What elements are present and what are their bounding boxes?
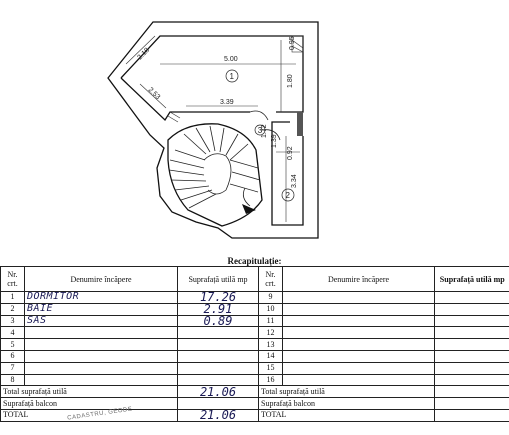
- row-nr-right: 15: [259, 362, 283, 374]
- row-room-name: [25, 350, 178, 362]
- total-value: 21.06: [178, 386, 259, 398]
- room-label-2: 2: [286, 191, 291, 200]
- table-row: 8 16: [1, 374, 509, 386]
- row-area-right: [435, 327, 509, 339]
- table-row: 4 12: [1, 327, 509, 339]
- balcony-row: Suprafață balcon Suprafață balcon: [1, 398, 509, 410]
- row-nr-right: 9: [259, 292, 283, 304]
- grand-label-right: TOTAL: [259, 409, 435, 421]
- dim-small-c: 0.92: [287, 146, 294, 160]
- row-room-name-right: [283, 292, 435, 304]
- row-nr: 3: [1, 315, 25, 327]
- table-row: 6 14: [1, 350, 509, 362]
- balcony-label: Suprafață balcon: [1, 398, 178, 410]
- row-nr-right: 13: [259, 339, 283, 351]
- row-area-right: [435, 315, 509, 327]
- row-area-right: [435, 374, 509, 386]
- row-area-right: [435, 292, 509, 304]
- dim-small-b: 1.39: [271, 134, 278, 148]
- row-room-name-right: [283, 350, 435, 362]
- row-area-right: [435, 303, 509, 315]
- row-room-name: [25, 374, 178, 386]
- row-nr: 6: [1, 350, 25, 362]
- row-area: [178, 350, 259, 362]
- dim-mid-width: 3.39: [220, 99, 234, 106]
- header-name-right: Denumire încăpere: [283, 267, 435, 292]
- room-label-1: 1: [230, 72, 235, 81]
- row-area: [178, 374, 259, 386]
- balcony-value: [178, 398, 259, 410]
- row-nr: 2: [1, 303, 25, 315]
- row-room-name-right: [283, 315, 435, 327]
- row-area-right: [435, 362, 509, 374]
- row-room-name: [25, 362, 178, 374]
- row-area: 2.91: [178, 303, 259, 315]
- row-nr: 5: [1, 339, 25, 351]
- room-label-3: 3: [258, 126, 263, 135]
- row-room-name-right: [283, 374, 435, 386]
- row-room-name-right: [283, 327, 435, 339]
- recap-table: Nr. crt. Denumire încăpere Suprafață uti…: [0, 266, 509, 422]
- row-area: [178, 339, 259, 351]
- row-nr: 7: [1, 362, 25, 374]
- total-row: Total suprafață utilă 21.06 Total supraf…: [1, 386, 509, 398]
- total-label: Total suprafață utilă: [1, 386, 178, 398]
- header-nr-right: Nr. crt.: [259, 267, 283, 292]
- dim-left-diag-top: 2.18: [136, 47, 151, 62]
- row-area-right: [435, 350, 509, 362]
- total-label-right: Total suprafață utilă: [259, 386, 435, 398]
- dim-top-width: 5.00: [224, 56, 238, 63]
- row-area: 17.26: [178, 292, 259, 304]
- table-row: 7 15: [1, 362, 509, 374]
- inner-wall: [121, 36, 303, 112]
- row-area: 0.89: [178, 315, 259, 327]
- row-nr-right: 11: [259, 315, 283, 327]
- row-room-name: SAS: [25, 315, 178, 327]
- grand-value: 21.06: [178, 409, 259, 421]
- row-room-name: DORMITOR: [25, 292, 178, 304]
- row-nr: 8: [1, 374, 25, 386]
- table-header-row: Nr. crt. Denumire încăpere Suprafață uti…: [1, 267, 509, 292]
- dim-corner-small: 0.95: [289, 36, 296, 50]
- row-nr: 1: [1, 292, 25, 304]
- row-room-name-right: [283, 339, 435, 351]
- row-room-name: [25, 339, 178, 351]
- header-name: Denumire încăpere: [25, 267, 178, 292]
- header-area-right: Suprafață utilă mp: [435, 267, 509, 292]
- row-nr-right: 14: [259, 350, 283, 362]
- row-area-right: [435, 339, 509, 351]
- row-nr: 4: [1, 327, 25, 339]
- recap-title: Recapitulație:: [0, 256, 509, 266]
- floor-plan: 5.00 0.95 2.18 2.53 1.80 3.39 1.72 1.39 …: [0, 0, 509, 258]
- dim-right-height: 1.80: [287, 74, 294, 88]
- header-area: Suprafață utilă mp: [178, 267, 259, 292]
- row-area: [178, 327, 259, 339]
- row-nr-right: 12: [259, 327, 283, 339]
- row-room-name: BAIE: [25, 303, 178, 315]
- balcony-label-right: Suprafață balcon: [259, 398, 435, 410]
- row-room-name-right: [283, 362, 435, 374]
- row-area: [178, 362, 259, 374]
- header-nr: Nr. crt.: [1, 267, 25, 292]
- row-room-name: [25, 327, 178, 339]
- dim-small-d: 3.34: [291, 174, 298, 188]
- row-room-name-right: [283, 303, 435, 315]
- row-nr-right: 16: [259, 374, 283, 386]
- dim-left-diag: 2.53: [147, 86, 162, 101]
- row-nr-right: 10: [259, 303, 283, 315]
- table-row: 5 13: [1, 339, 509, 351]
